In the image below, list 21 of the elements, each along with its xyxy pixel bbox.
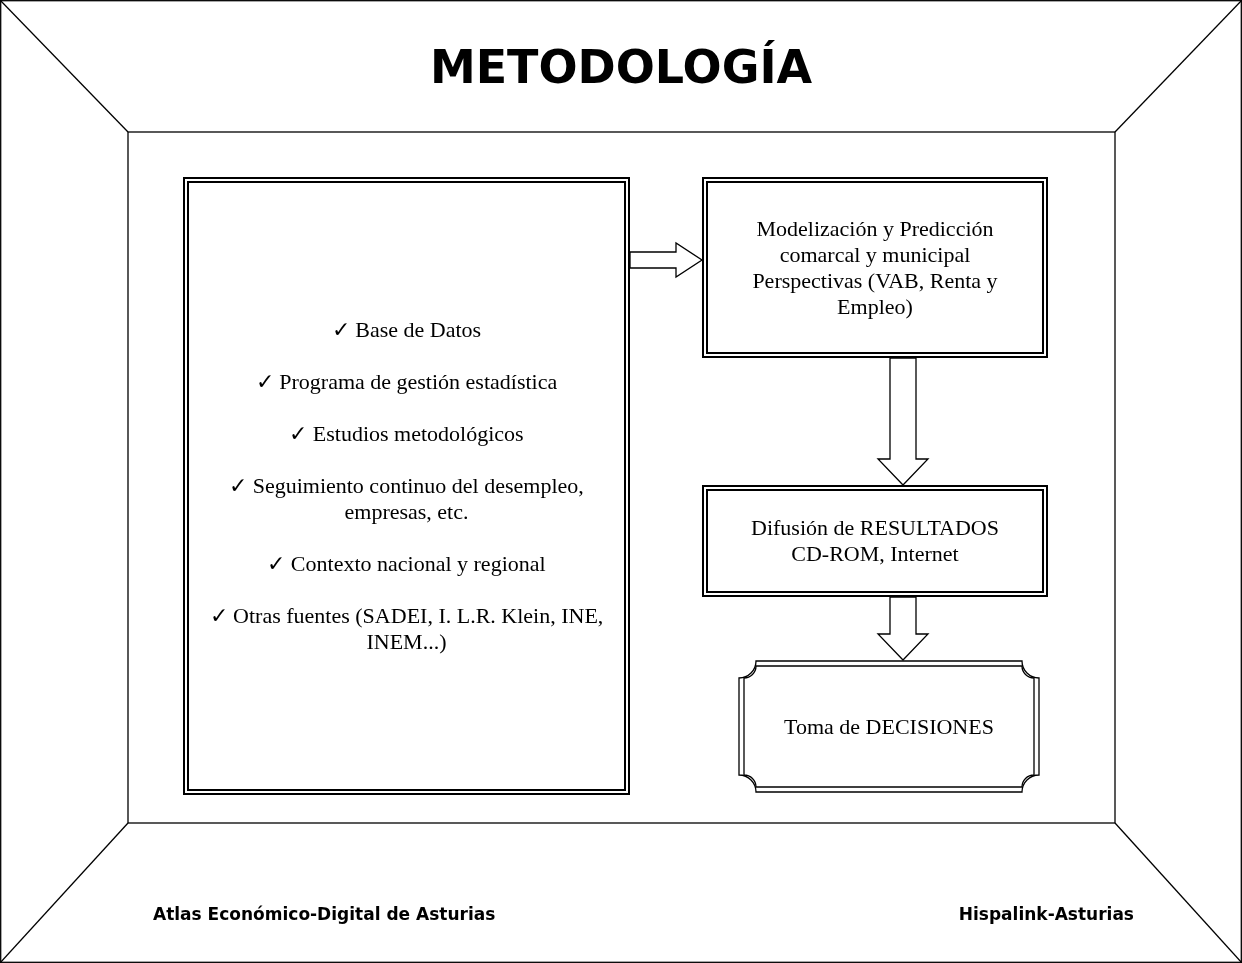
list-item: ✓ Estudios metodológicos xyxy=(289,421,524,447)
box-text: Toma de DECISIONES xyxy=(784,713,994,740)
process-box xyxy=(702,177,1048,358)
list-item: ✓ Programa de gestión estadística xyxy=(255,369,558,395)
block-arrow xyxy=(876,596,930,661)
sources-box xyxy=(183,177,630,795)
title: METODOLOGÍA xyxy=(428,40,814,94)
box-text: CD-ROM, Internet xyxy=(791,541,959,567)
box-text: Perspectivas (VAB, Renta y Empleo) xyxy=(751,267,999,320)
decision-box xyxy=(738,660,1040,793)
block-arrow xyxy=(876,357,930,486)
list-item: ✓ Base de Datos xyxy=(331,317,482,343)
list-item: ✓ Otras fuentes (SADEI, I. L.R. Klein, INE, INEM...) xyxy=(208,603,605,655)
list-item: ✓ Contexto nacional y regional xyxy=(267,551,546,577)
process-box xyxy=(702,485,1048,597)
footer-text: Atlas Económico-Digital de Asturias xyxy=(153,904,496,924)
list-item: ✓ Seguimiento continuo del desempleo, empresas, etc. xyxy=(228,473,585,525)
box-text: Modelización y Predicción comarcal y municipal xyxy=(755,215,995,268)
block-arrow xyxy=(629,241,704,279)
footer-text: Hispalink-Asturias xyxy=(958,904,1134,924)
box-text: Difusión de RESULTADOS xyxy=(751,515,999,541)
